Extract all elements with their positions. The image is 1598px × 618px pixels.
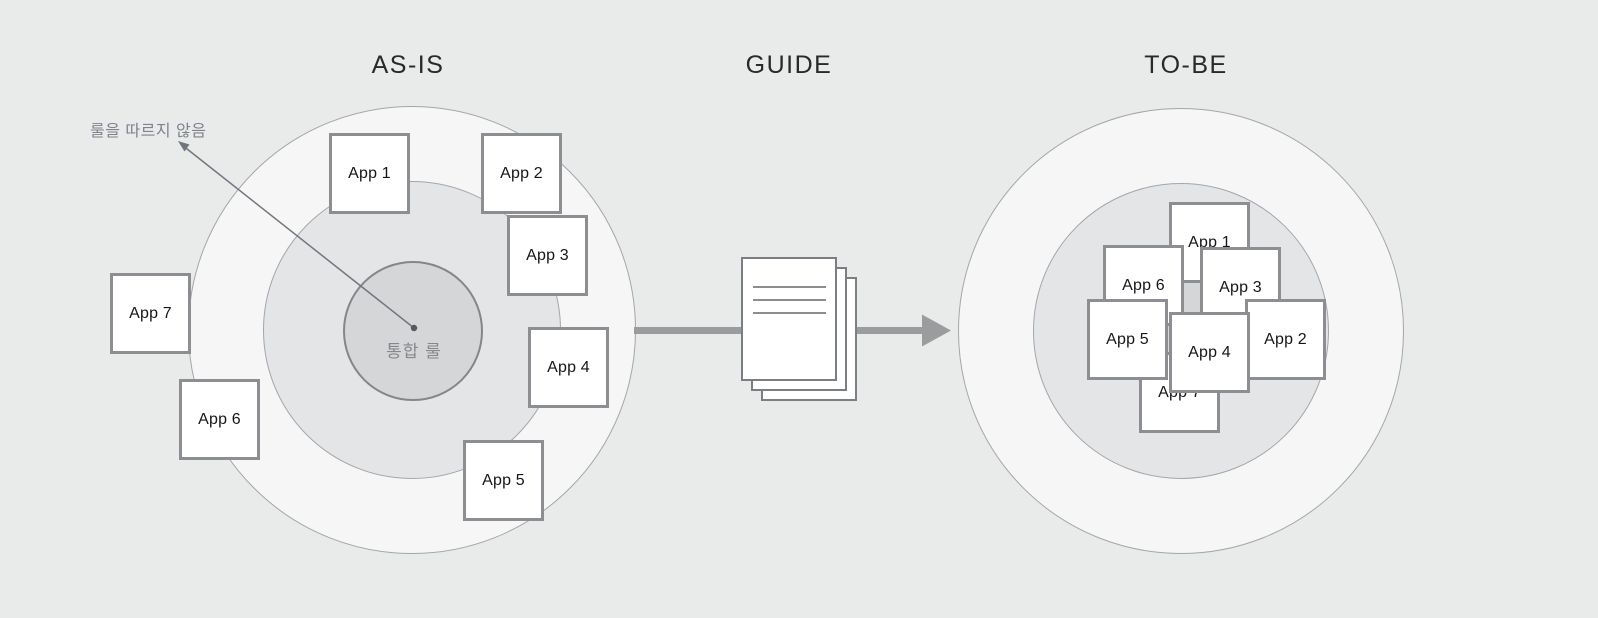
asis-app-box-7: App 7	[110, 273, 191, 354]
title-guide: GUIDE	[745, 51, 833, 79]
tobe-app-box-5: App 5	[1087, 299, 1168, 380]
app-label: App 6	[198, 410, 241, 428]
app-label: App 5	[482, 471, 525, 489]
asis-app-box-3: App 3	[507, 215, 588, 296]
title-as-is: AS-IS	[371, 51, 445, 79]
document-text-line	[753, 299, 826, 301]
asis-core-circle	[343, 261, 483, 401]
tobe-app-box-2: App 2	[1245, 299, 1326, 380]
asis-app-box-4: App 4	[528, 327, 609, 408]
app-label: App 2	[500, 164, 543, 182]
asis-app-box-6: App 6	[179, 379, 260, 460]
tobe-app-box-4: App 4	[1169, 312, 1250, 393]
app-label: App 6	[1122, 276, 1165, 294]
asis-annotation-label: 룰을 따르지 않음	[90, 123, 207, 140]
asis-app-box-2: App 2	[481, 133, 562, 214]
asis-core-label: 통합 룰	[386, 342, 442, 361]
asis-app-box-5: App 5	[463, 440, 544, 521]
document-text-line	[753, 286, 826, 288]
app-label: App 7	[129, 304, 172, 322]
asis-app-box-1: App 1	[329, 133, 410, 214]
app-label: App 1	[1188, 233, 1231, 251]
document-page-front	[741, 257, 837, 381]
app-label: App 3	[526, 246, 569, 264]
app-label: App 2	[1264, 330, 1307, 348]
app-label: App 1	[348, 164, 391, 182]
app-label: App 3	[1219, 278, 1262, 296]
document-text-line	[753, 312, 826, 314]
app-label: App 5	[1106, 330, 1149, 348]
title-to-be: TO-BE	[1144, 51, 1228, 79]
app-label: App 4	[1188, 343, 1231, 361]
app-label: App 4	[547, 358, 590, 376]
